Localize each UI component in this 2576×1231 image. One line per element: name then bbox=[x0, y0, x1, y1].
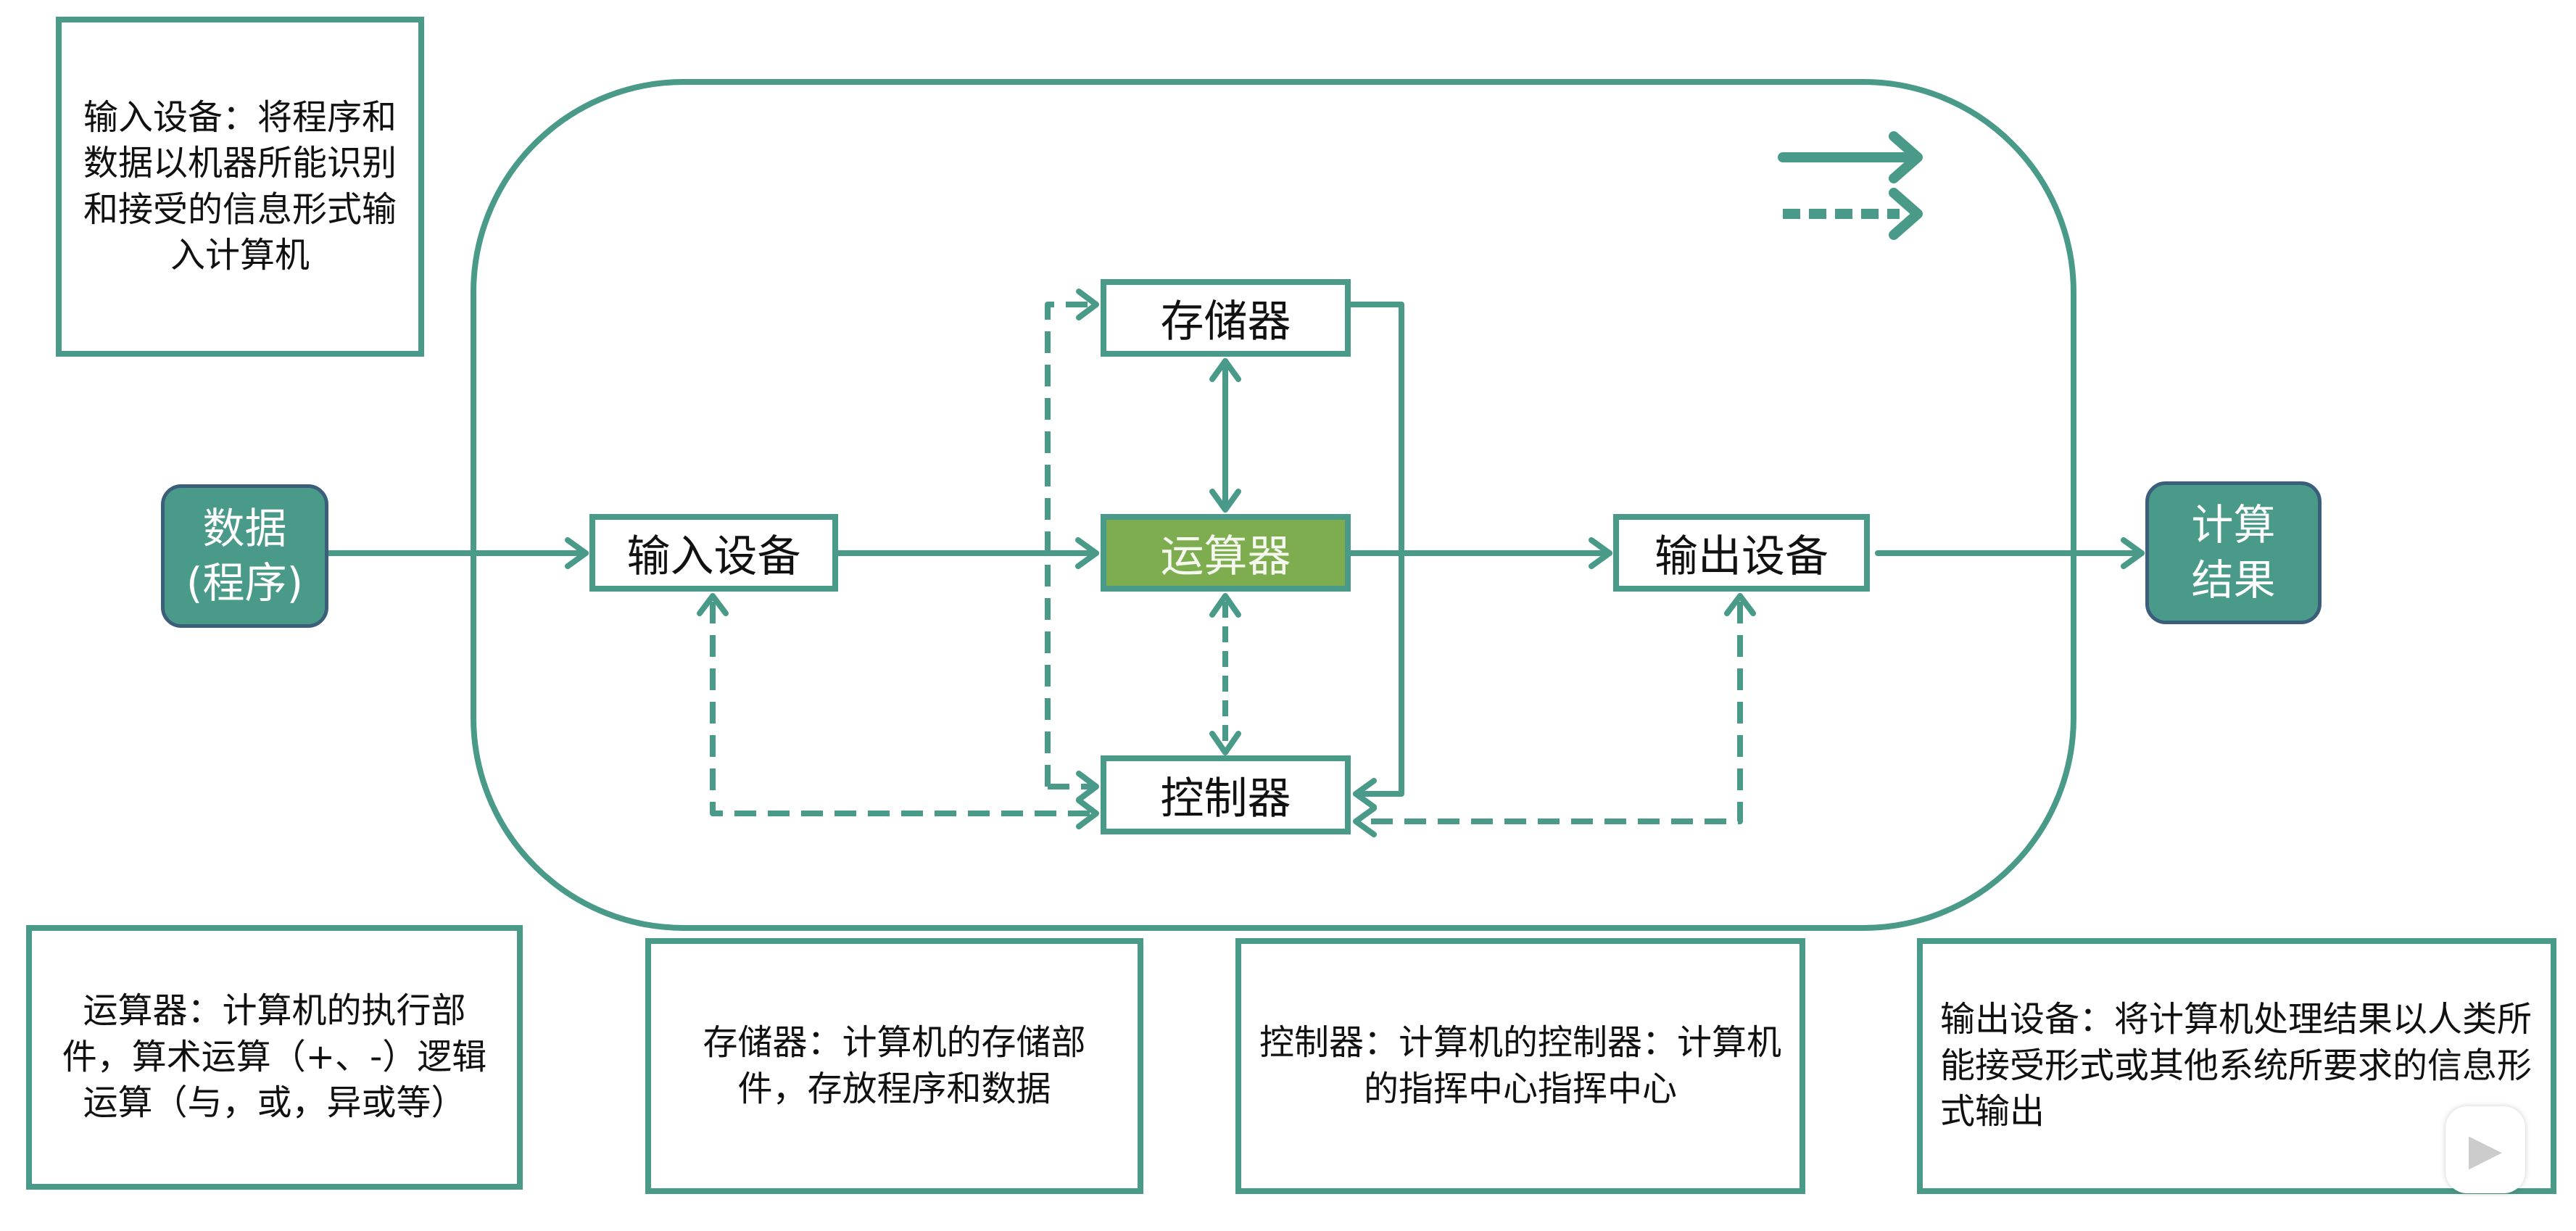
node-alu: 运算器 bbox=[1101, 514, 1351, 592]
node-label: 运算器 bbox=[1160, 531, 1291, 582]
note-control: 控制器：计算机的控制器：计算机的指挥中心指挥中心 bbox=[1235, 938, 1805, 1194]
note-alu: 运算器：计算机的执行部件，算术运算（+、-）逻辑运算（与，或，异或等） bbox=[26, 925, 523, 1190]
node-result: 计算 结果 bbox=[2145, 481, 2322, 624]
node-label: 数据 (程序) bbox=[186, 503, 304, 608]
dashed-alu-control bbox=[1209, 593, 1241, 755]
node-input-device: 输入设备 bbox=[589, 514, 838, 592]
node-output-device: 输出设备 bbox=[1613, 514, 1870, 592]
legend-dashed-arrow bbox=[1783, 188, 1923, 240]
note-text: 输出设备：将计算机处理结果以人类所能接受形式或其他系统所要求的信息形式输出 bbox=[1940, 999, 2532, 1132]
node-label: 输入设备 bbox=[626, 531, 801, 582]
computer-boundary bbox=[471, 79, 2076, 931]
note-memory: 存储器：计算机的存储部件，存放程序和数据 bbox=[645, 938, 1143, 1194]
node-memory: 存储器 bbox=[1101, 279, 1351, 357]
note-text: 控制器：计算机的控制器：计算机的指挥中心指挥中心 bbox=[1259, 1022, 1781, 1109]
note-text: 运算器：计算机的执行部件，算术运算（+、-）逻辑运算（与，或，异或等） bbox=[62, 990, 487, 1124]
dashed-control-to-output bbox=[1353, 593, 1756, 837]
dashed-control-to-memory bbox=[1045, 289, 1099, 803]
node-label: 控制器 bbox=[1160, 774, 1291, 824]
play-icon[interactable]: ▶ bbox=[2445, 1106, 2525, 1193]
arrow-data-to-input bbox=[326, 537, 589, 569]
note-output-device: 输出设备：将计算机处理结果以人类所能接受形式或其他系统所要求的信息形式输出 bbox=[1917, 938, 2556, 1194]
arrow-memory-alu bbox=[1209, 358, 1241, 513]
node-data-program: 数据 (程序) bbox=[161, 484, 328, 628]
node-label: 计算 结果 bbox=[2191, 500, 2276, 605]
note-text: 存储器：计算机的存储部件，存放程序和数据 bbox=[703, 1022, 1086, 1109]
node-control: 控制器 bbox=[1101, 755, 1351, 834]
node-label: 存储器 bbox=[1160, 297, 1291, 347]
arrow-memory-to-control bbox=[1348, 302, 1404, 810]
legend-solid-arrow bbox=[1778, 131, 1923, 183]
node-label: 输出设备 bbox=[1654, 531, 1829, 582]
dashed-control-to-input bbox=[697, 593, 1099, 829]
note-input-device: 输入设备：将程序和数据以机器所能识别和接受的信息形式输入计算机 bbox=[56, 17, 424, 357]
arrow-input-to-alu bbox=[835, 537, 1099, 569]
arrow-alu-to-output bbox=[1348, 537, 1612, 569]
note-text: 输入设备：将程序和数据以机器所能识别和接受的信息形式输入计算机 bbox=[83, 96, 397, 275]
arrow-output-to-result bbox=[1875, 537, 2145, 569]
